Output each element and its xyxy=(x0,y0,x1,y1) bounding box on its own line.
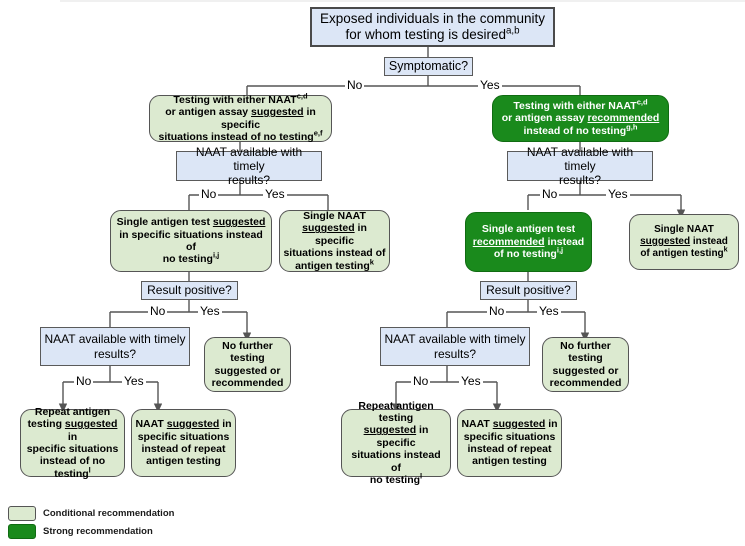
left-no-further-testing-text: No further testing suggested or recommen… xyxy=(211,339,284,389)
node-left-naat-instead-repeat-antigen: NAAT suggested in specific situations in… xyxy=(131,409,236,477)
right-naat-available-2-text: NAAT available with timely results? xyxy=(384,332,526,361)
node-right-naat-available-2: NAAT available with timely results? xyxy=(380,327,530,366)
node-right-naat-instead-repeat-antigen: NAAT suggested in specific situations in… xyxy=(457,409,562,477)
node-right-no-further-testing: No further testing suggested or recommen… xyxy=(542,337,629,392)
left-result-positive-label: Result positive? xyxy=(147,283,232,298)
node-right-single-antigen-recommended: Single antigen test recommended instead … xyxy=(465,212,592,272)
node-left-testing-suggested: Testing with either NAATc,d or antigen a… xyxy=(149,91,332,143)
top-divider xyxy=(60,0,745,2)
left-repeat-antigen-text: Repeat antigen testing suggested in spec… xyxy=(26,405,119,480)
right-testing-text: Testing with either NAATc,d or antigen a… xyxy=(501,97,660,137)
legend-label-conditional: Conditional recommendation xyxy=(43,508,175,519)
legend-item-conditional: Conditional recommendation xyxy=(8,506,174,521)
symptomatic-label: Symptomatic? xyxy=(388,59,469,74)
left-naat-available-1-text: NAAT available with timely results? xyxy=(195,144,303,188)
right-single-naat-text: Single NAAT suggested instead of antigen… xyxy=(640,224,728,259)
left-single-antigen-text: Single antigen test suggested in specifi… xyxy=(116,216,266,266)
right-repeat-antigen-text: Repeat antigen testing suggested in spec… xyxy=(351,399,441,486)
node-right-naat-available-1: NAAT available with timely results? xyxy=(507,145,653,187)
edge-label-left-avail2-yes: Yes xyxy=(122,374,146,388)
node-left-no-further-testing: No further testing suggested or recommen… xyxy=(204,337,291,392)
edge-label-symptomatic-no: No xyxy=(345,78,365,92)
root-text: Exposed individuals in the community for… xyxy=(319,11,546,42)
edge-label-right-avail-yes: Yes xyxy=(606,187,630,201)
node-symptomatic-decision: Symptomatic? xyxy=(384,57,473,76)
edge-label-right-avail2-no: No xyxy=(411,374,431,388)
node-left-naat-available-2: NAAT available with timely results? xyxy=(40,327,190,366)
edge-label-left-pos-yes: Yes xyxy=(198,304,222,318)
edge-label-right-pos-no: No xyxy=(487,304,507,318)
edge-label-symptomatic-yes: Yes xyxy=(478,78,502,92)
node-root-exposed-individuals: Exposed individuals in the community for… xyxy=(310,7,555,47)
right-single-antigen-text: Single antigen test recommended instead … xyxy=(472,223,585,261)
legend-label-strong: Strong recommendation xyxy=(43,526,153,537)
edge-label-right-avail2-yes: Yes xyxy=(459,374,483,388)
legend-swatch-strong xyxy=(8,524,36,539)
node-right-testing-recommended: Testing with either NAATc,d or antigen a… xyxy=(492,95,669,142)
edge-label-left-avail-yes: Yes xyxy=(263,187,287,201)
edge-label-right-avail-no: No xyxy=(540,187,560,201)
left-naat-repeat-text: NAAT suggested in specific situations in… xyxy=(135,418,232,468)
right-no-further-testing-text: No further testing suggested or recommen… xyxy=(549,339,622,389)
node-right-result-positive: Result positive? xyxy=(480,281,577,300)
right-result-positive-label: Result positive? xyxy=(486,283,571,298)
legend: Conditional recommendation Strong recomm… xyxy=(8,506,174,542)
edge-label-left-pos-no: No xyxy=(148,304,168,318)
right-naat-available-1-text: NAAT available with timely results? xyxy=(526,144,634,188)
node-left-single-antigen-suggested: Single antigen test suggested in specifi… xyxy=(110,210,272,272)
legend-item-strong: Strong recommendation xyxy=(8,524,174,539)
left-testing-text: Testing with either NAATc,d or antigen a… xyxy=(158,91,323,143)
left-single-naat-text: Single NAAT suggested in specific situat… xyxy=(283,210,386,272)
edge-label-left-avail-no: No xyxy=(199,187,219,201)
node-right-repeat-antigen-testing: Repeat antigen testing suggested in spec… xyxy=(341,400,451,486)
legend-swatch-conditional xyxy=(8,506,36,521)
node-right-single-naat-suggested: Single NAAT suggested instead of antigen… xyxy=(629,214,739,270)
edge-label-right-pos-yes: Yes xyxy=(537,304,561,318)
node-left-naat-available-1: NAAT available with timely results? xyxy=(176,145,322,187)
node-left-single-naat-suggested: Single NAAT suggested in specific situat… xyxy=(279,210,390,272)
edge-label-left-avail2-no: No xyxy=(74,374,94,388)
right-naat-repeat-text: NAAT suggested in specific situations in… xyxy=(461,418,558,468)
node-left-repeat-antigen-testing: Repeat antigen testing suggested in spec… xyxy=(20,405,125,480)
left-naat-available-2-text: NAAT available with timely results? xyxy=(44,332,186,361)
node-left-result-positive: Result positive? xyxy=(141,281,238,300)
